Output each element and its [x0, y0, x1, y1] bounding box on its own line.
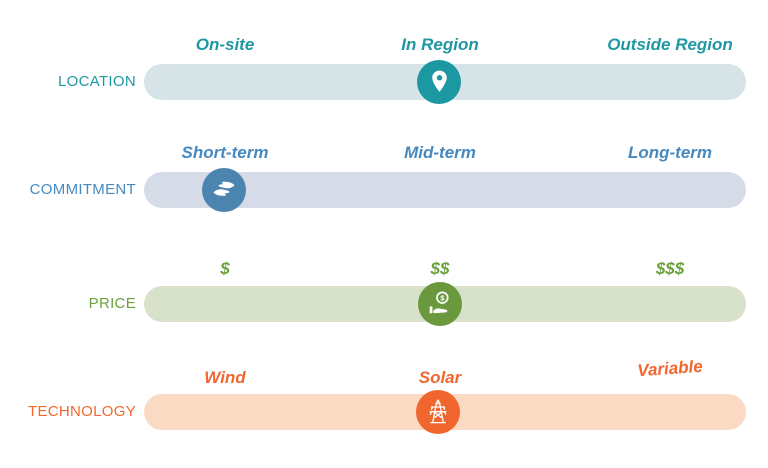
category-label-location: LOCATION	[58, 73, 136, 90]
category-label-commitment: COMMITMENT	[29, 181, 136, 198]
option-short-term: Short-term	[181, 143, 269, 162]
location-marker	[417, 60, 461, 104]
option-price-mid: $$	[430, 259, 450, 278]
svg-text:$: $	[440, 293, 445, 302]
option-price-low: $	[220, 259, 230, 278]
option-outside-region: Outside Region	[607, 35, 733, 54]
category-label-price: PRICE	[88, 295, 136, 312]
technology-marker	[416, 390, 460, 434]
option-in-region: In Region	[401, 35, 479, 54]
option-variable: Variable	[636, 356, 704, 381]
price-marker: $	[418, 282, 462, 326]
option-solar: Solar	[418, 368, 462, 387]
map-pin-icon	[427, 69, 452, 96]
option-long-term: Long-term	[627, 143, 713, 162]
option-on-site: On-site	[195, 35, 255, 54]
option-mid-term: Mid-term	[404, 143, 476, 162]
coin-in-hand-icon: $	[424, 288, 456, 320]
exchange-hands-icon	[209, 175, 239, 205]
option-price-high: $$$	[655, 259, 685, 278]
category-label-technology: TECHNOLOGY	[27, 403, 136, 420]
option-wind: Wind	[204, 368, 246, 387]
transmission-tower-icon	[423, 397, 453, 427]
commitment-marker	[202, 168, 246, 212]
